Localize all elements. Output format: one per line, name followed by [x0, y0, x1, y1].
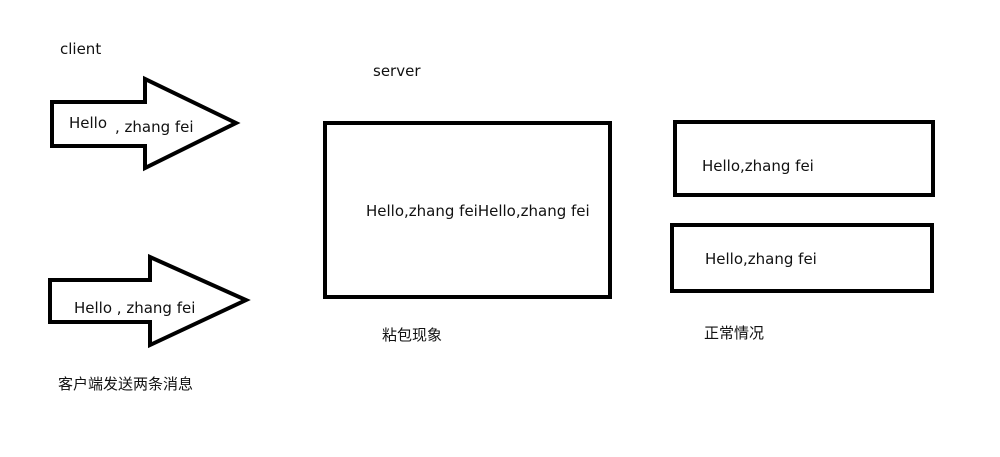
server-box-text: Hello,zhang feiHello,zhang fei	[366, 202, 590, 220]
arrow-top-text-hello: Hello	[69, 114, 108, 132]
server-box	[323, 121, 612, 299]
normal-caption: 正常情况	[704, 324, 765, 342]
sticky-packet-caption: 粘包现象	[382, 326, 443, 344]
normal-box-2-text: Hello,zhang fei	[705, 250, 817, 268]
client-caption: 客户端发送两条消息	[58, 375, 194, 393]
normal-box-1-text: Hello,zhang fei	[702, 157, 814, 175]
client-label: client	[60, 40, 102, 58]
normal-box-1	[673, 120, 935, 197]
arrow-bottom-text: Hello , zhang fei	[74, 299, 196, 317]
normal-box-2	[670, 223, 934, 293]
server-label: server	[373, 62, 421, 80]
arrow-top-text-name: , zhang fei	[115, 118, 194, 136]
